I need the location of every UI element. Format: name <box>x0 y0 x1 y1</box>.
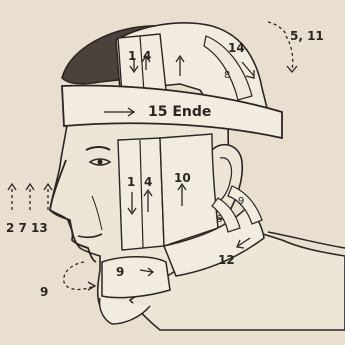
label-cheek: 10 <box>174 171 191 185</box>
label-ear-b: 9 <box>238 196 244 207</box>
label-strip-top-b: 4 <box>143 49 151 63</box>
label-strip-top-a: 1 <box>128 49 136 63</box>
label-strip-mid-a: 1 <box>127 175 135 189</box>
label-neck-band: 12 <box>218 253 235 267</box>
label-ear-a: 6 <box>216 214 222 225</box>
label-crown: 14 <box>228 41 245 55</box>
label-top-right: 5, 11 <box>290 29 324 43</box>
label-forehead-band: 15 Ende <box>148 104 211 120</box>
label-left-arrows: 2 7 13 <box>6 221 48 235</box>
label-chin-outer: 9 <box>40 285 48 299</box>
pupil <box>98 160 103 165</box>
chin-wrap <box>102 257 170 298</box>
label-crown-small: 8 <box>224 70 230 81</box>
label-chin-wrap: 9 <box>116 265 124 279</box>
cheek-bandage <box>160 134 218 246</box>
label-strip-mid-b: 4 <box>144 175 152 189</box>
